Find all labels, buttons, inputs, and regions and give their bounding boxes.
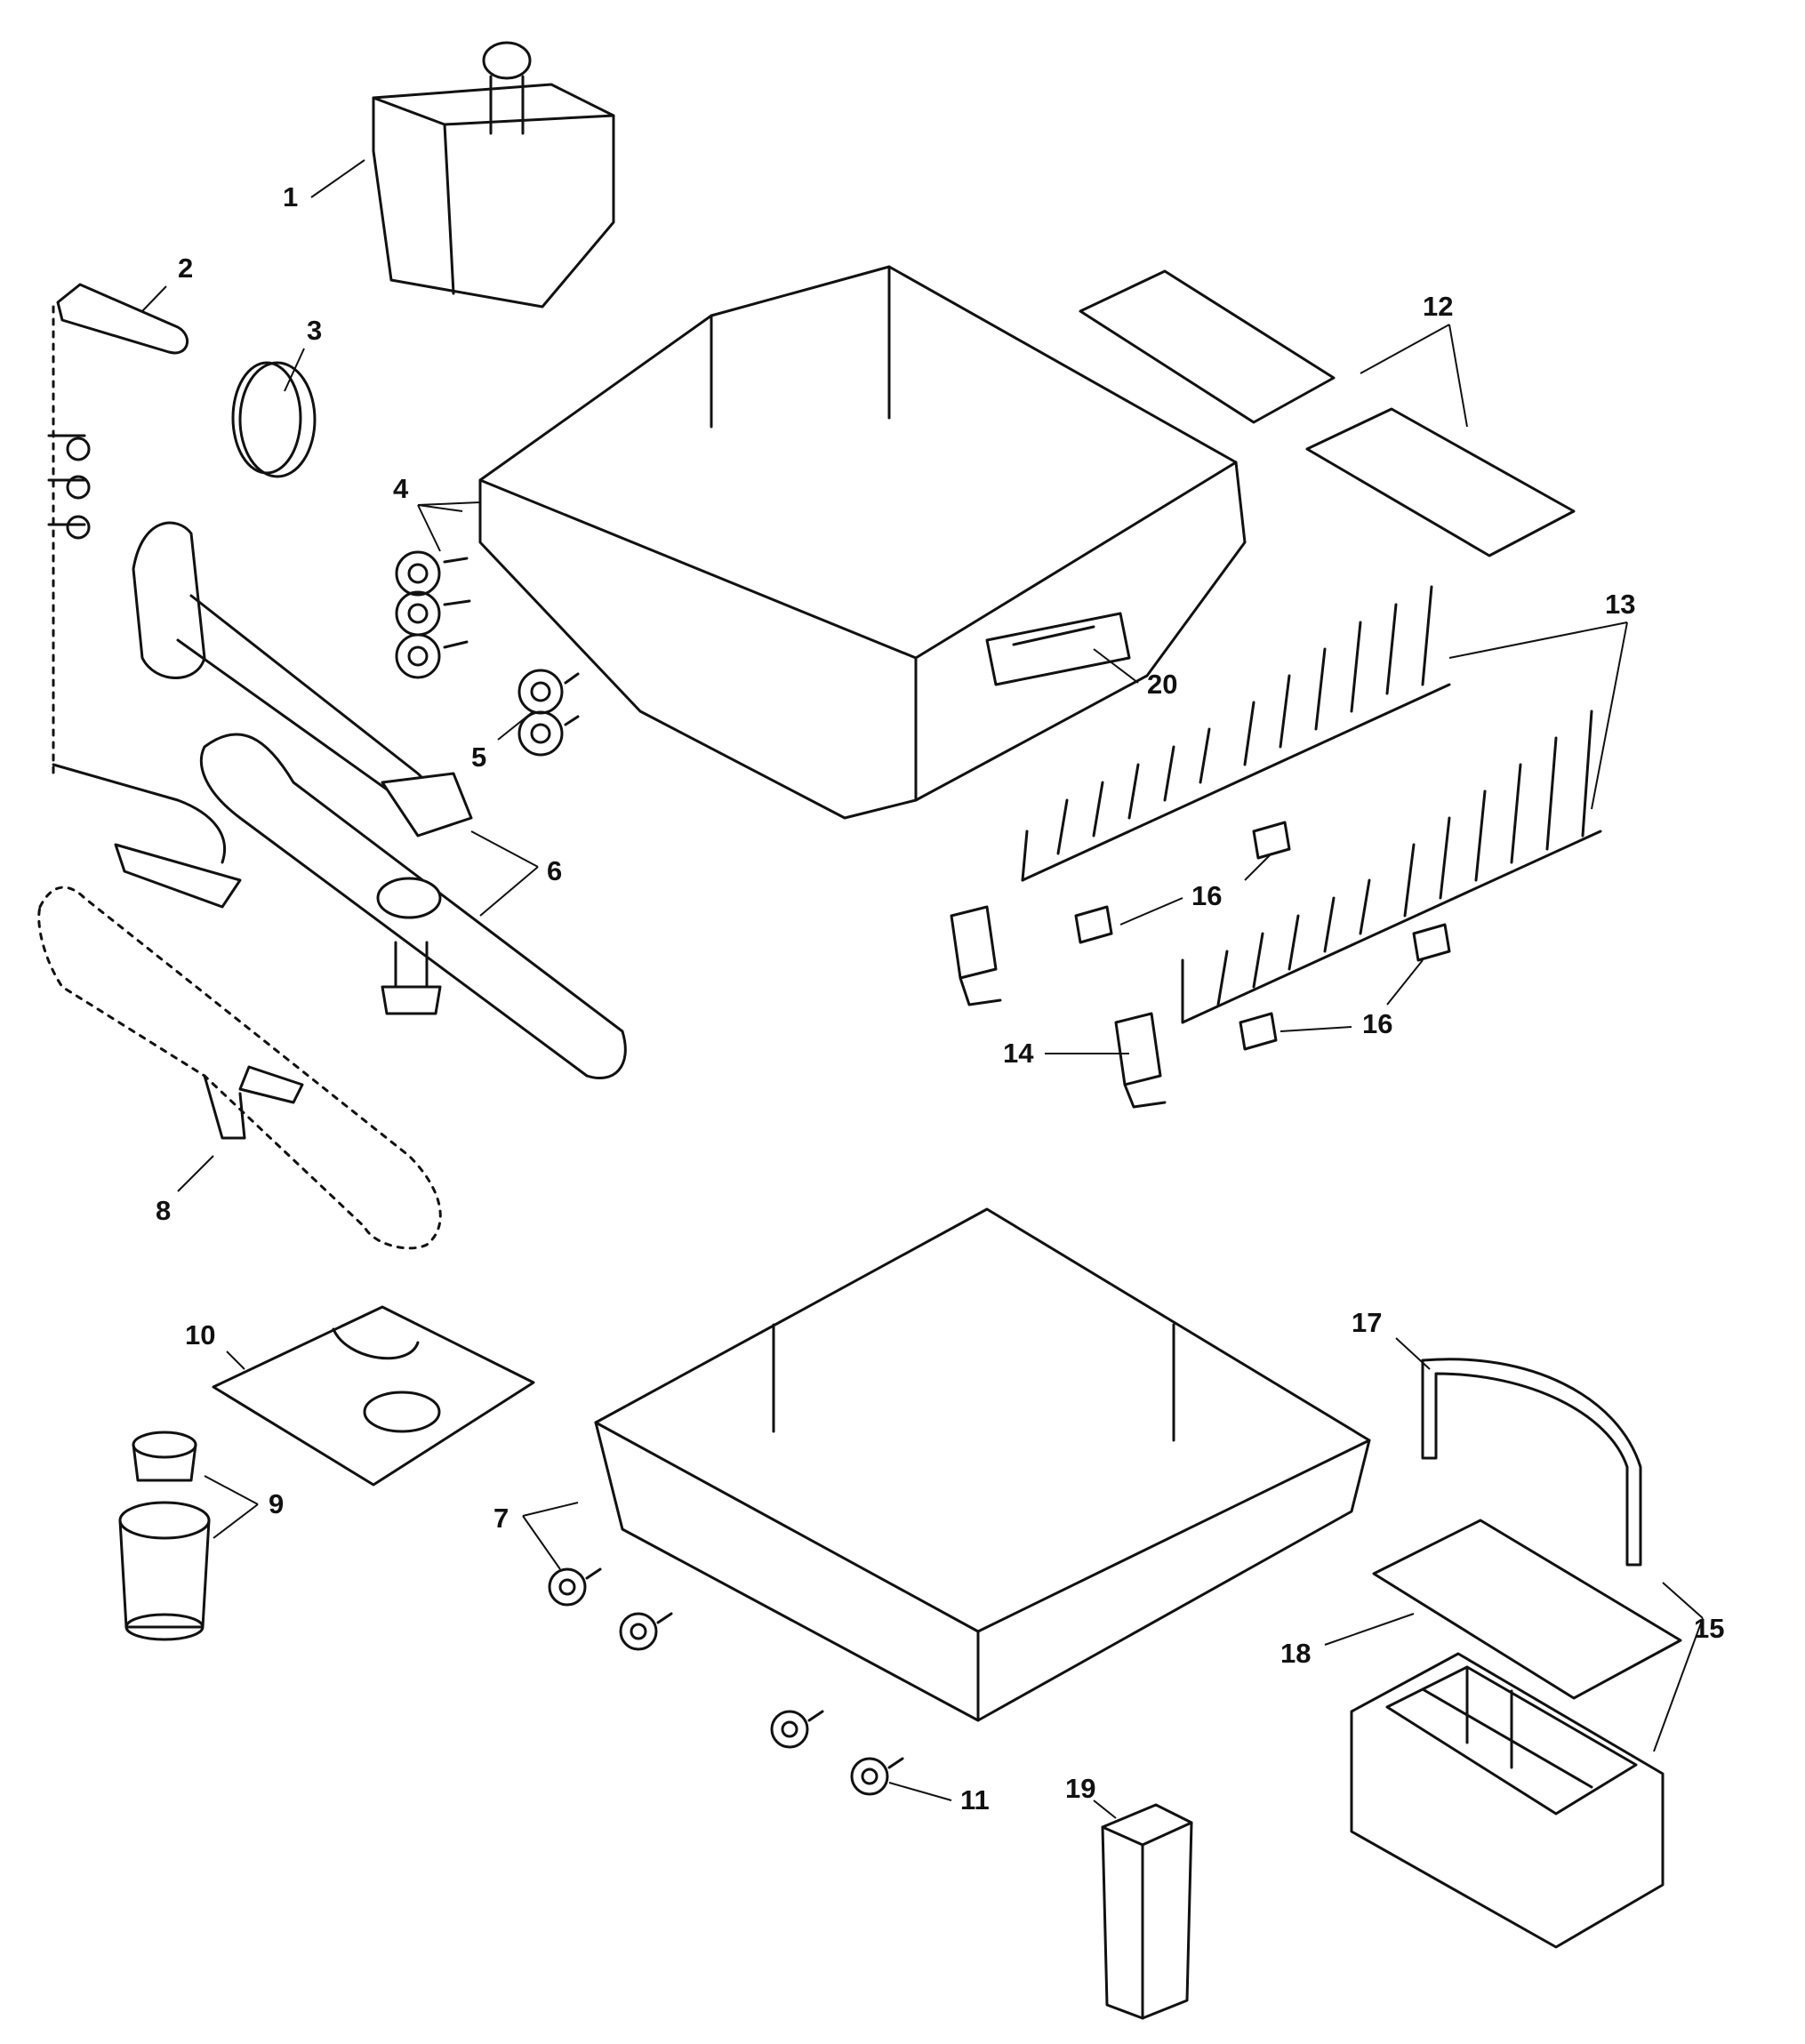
callout-11: 11 <box>960 1784 990 1816</box>
lower-rack-wheels-7 <box>548 1567 673 1651</box>
callout-9: 9 <box>269 1488 284 1519</box>
leader-lines <box>141 159 1704 1819</box>
callout-4: 4 <box>393 473 409 504</box>
callout-16-b: 16 <box>1362 1008 1392 1039</box>
rack-brackets-14 <box>950 905 1167 1109</box>
basket-cover-18 <box>1372 1519 1682 1700</box>
callout-14: 14 <box>1003 1038 1034 1069</box>
callout-1: 1 <box>283 181 298 212</box>
rack-clip-2 <box>47 283 189 775</box>
lower-rack-wheels-11 <box>770 1710 904 1796</box>
callout-20: 20 <box>1147 669 1177 700</box>
callout-18: 18 <box>1280 1638 1311 1669</box>
callout-labels: 1 2 3 4 5 6 7 8 9 10 11 12 13 14 15 16 1… <box>156 181 1724 1816</box>
callout-6: 6 <box>547 855 562 886</box>
callout-3: 3 <box>307 315 322 346</box>
silverware-basket-1 <box>372 41 615 309</box>
filter-disc-3 <box>231 361 317 478</box>
lower-spray-arm-8 <box>37 886 442 1250</box>
callout-12: 12 <box>1423 291 1453 322</box>
callout-7: 7 <box>493 1503 509 1534</box>
upper-rack-rollers-5 <box>517 669 580 757</box>
water-supply-hose <box>52 763 242 909</box>
callout-10: 10 <box>185 1319 215 1351</box>
callout-17: 17 <box>1352 1307 1382 1338</box>
rack-adjuster-20 <box>1012 625 1095 646</box>
tine-inserts-12 <box>1079 269 1576 557</box>
upper-rack <box>478 265 1247 820</box>
silverware-basket-15 <box>1350 1652 1665 1949</box>
callout-5: 5 <box>471 741 486 773</box>
basket-handle-17 <box>1421 1358 1642 1567</box>
small-basket-19 <box>1101 1803 1193 2020</box>
filter-assembly-9 <box>118 1431 211 1641</box>
callout-15: 15 <box>1694 1613 1724 1644</box>
callout-8: 8 <box>156 1195 171 1226</box>
callout-19: 19 <box>1065 1773 1095 1804</box>
callout-2: 2 <box>178 252 193 284</box>
upper-rack-rollers-4 <box>395 550 471 679</box>
lower-rack <box>594 1207 1371 1722</box>
callout-16-a: 16 <box>1191 880 1222 911</box>
fold-down-tines-13 <box>1021 585 1602 1024</box>
filter-cover-plate-10 <box>212 1305 535 1487</box>
spray-arm-tube-6 <box>132 521 627 1080</box>
tine-clips-16 <box>1074 821 1451 1051</box>
callout-13: 13 <box>1605 589 1635 620</box>
